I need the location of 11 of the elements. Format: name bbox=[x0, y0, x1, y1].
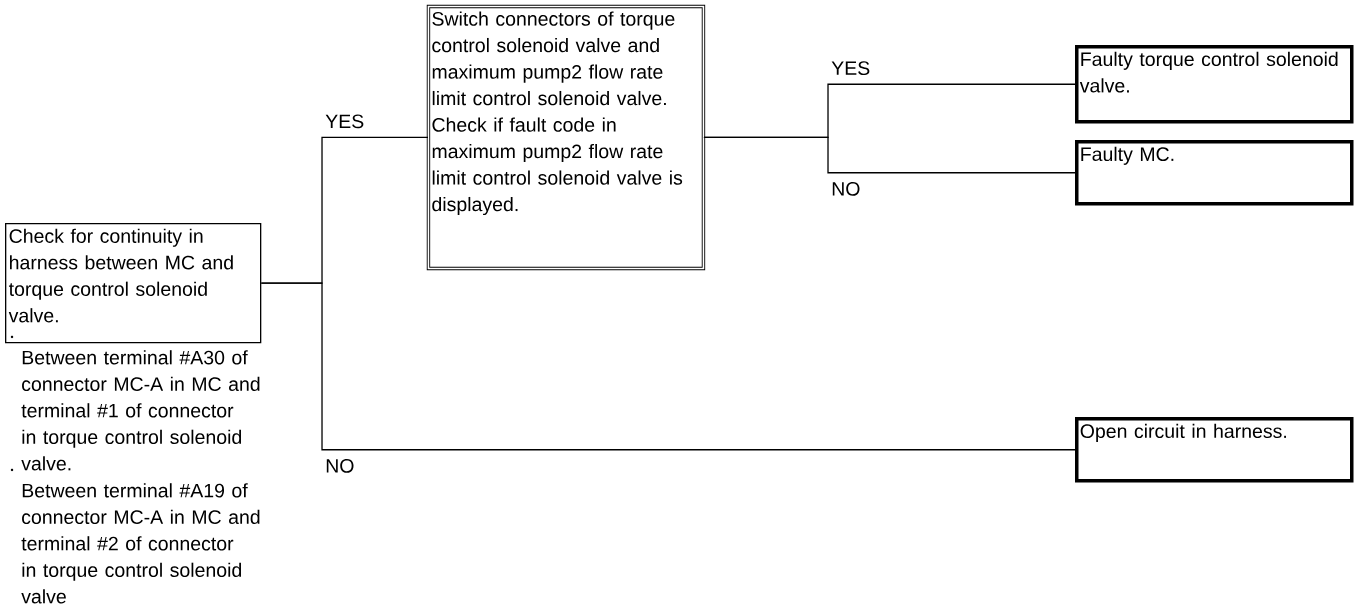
result-box: Faulty torque control solenoid valve. bbox=[1075, 45, 1354, 124]
process-box: Check for continuity in harness between MC and torque control solenoid valve. bbox=[5, 223, 262, 344]
edge-label: NO bbox=[326, 458, 354, 473]
edge-label: NO bbox=[832, 181, 860, 196]
edge-label: YES bbox=[831, 61, 870, 76]
edge-label: YES bbox=[325, 114, 364, 129]
connector-line bbox=[260, 282, 1076, 451]
check-box: Switch connectors of torque control solenoid valve and maximum pump2 flow rate limit control solenoid valve. Check if fault code in maximum pump2 flow rate limit control solenoid valve is displayed. bbox=[426, 4, 706, 271]
result-box: Faulty MC. bbox=[1075, 140, 1354, 206]
connector-line bbox=[703, 136, 1076, 174]
result-box: Open circuit in harness. bbox=[1075, 417, 1354, 483]
